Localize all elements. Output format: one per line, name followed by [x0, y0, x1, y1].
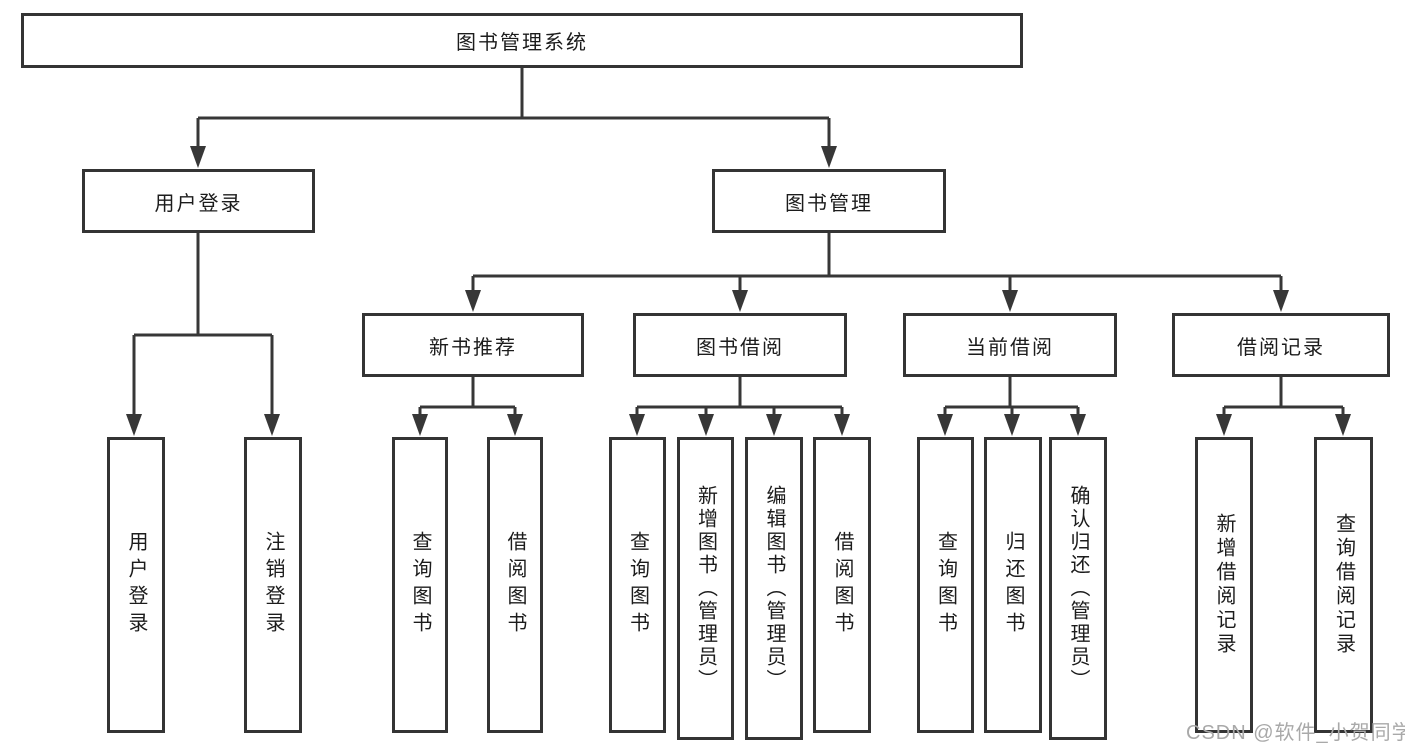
- leaf-return-books: 归还图书: [984, 437, 1042, 733]
- leaf-user-login: 用户登录: [107, 437, 165, 733]
- leaf-edit-books-admin: 编辑图书（管理员）: [745, 437, 803, 740]
- leaf-add-books-admin: 新增图书（管理员）: [677, 437, 734, 740]
- leaf-query-books-recommend: 查询图书: [392, 437, 448, 733]
- leaf-logout-login: 注销登录: [244, 437, 302, 733]
- node-book-management: 图书管理: [712, 169, 946, 233]
- node-book-borrowing: 图书借阅: [633, 313, 847, 377]
- leaf-borrow-books-borrowing: 借阅图书: [813, 437, 871, 733]
- node-borrowing-records: 借阅记录: [1172, 313, 1390, 377]
- node-user-login: 用户登录: [82, 169, 315, 233]
- leaf-query-books-current: 查询图书: [917, 437, 974, 733]
- leaf-borrow-books-recommend: 借阅图书: [487, 437, 543, 733]
- connector-stems: [132, 68, 1345, 418]
- leaf-query-books-borrowing: 查询图书: [609, 437, 666, 733]
- node-library-management-system: 图书管理系统: [21, 13, 1023, 68]
- node-new-book-recommend: 新书推荐: [362, 313, 584, 377]
- node-current-borrowing: 当前借阅: [903, 313, 1117, 377]
- csdn-watermark: CSDN @软件_小贺同学: [1186, 722, 1405, 744]
- leaf-add-borrow-record: 新增借阅记录: [1195, 437, 1253, 733]
- leaf-query-borrow-record: 查询借阅记录: [1314, 437, 1373, 733]
- leaf-confirm-return-admin: 确认归还（管理员）: [1049, 437, 1107, 740]
- arrowheads: [126, 146, 1351, 436]
